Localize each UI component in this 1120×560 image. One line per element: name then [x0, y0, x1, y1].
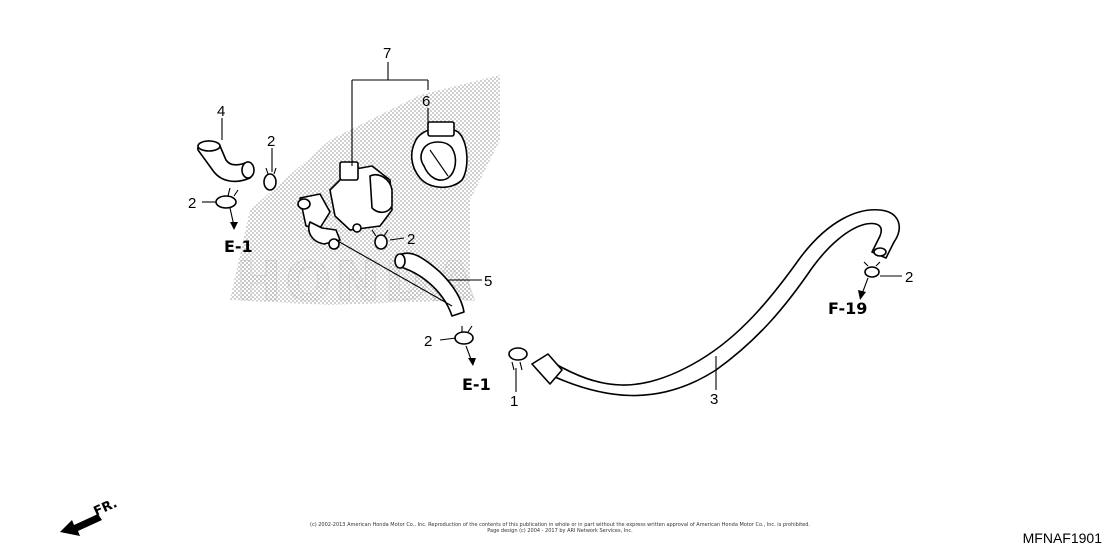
callout-5: 5	[484, 273, 492, 290]
callout-6: 6	[422, 93, 430, 110]
design-line: Page design (c) 2004 - 2017 by ARI Netwo…	[487, 528, 633, 534]
clip-2-a[interactable]	[215, 187, 239, 209]
clip-1[interactable]	[508, 347, 528, 371]
part-6-bracket[interactable]	[410, 121, 468, 189]
part-5-hose[interactable]	[394, 252, 465, 317]
clip-2-c[interactable]	[371, 229, 389, 250]
ref-e1-left[interactable]: E-1	[224, 237, 253, 256]
reference-arrows	[229, 207, 869, 366]
clip-2-e[interactable]	[863, 261, 881, 278]
copyright-notice: (c) 2002-2013 American Honda Motor Co., …	[0, 522, 1120, 534]
front-label: FR.	[92, 496, 120, 519]
part-4-bent-hose[interactable]	[197, 140, 255, 183]
ref-e1-bottom[interactable]: E-1	[462, 375, 491, 394]
diagram-code: MFNAF1901	[1022, 530, 1102, 546]
leader-lines	[202, 62, 902, 392]
callout-2-d: 2	[424, 333, 432, 350]
callout-2-b: 2	[267, 133, 275, 150]
callout-2-e: 2	[905, 269, 913, 286]
callout-2-c: 2	[407, 231, 415, 248]
ref-f19[interactable]: F-19	[828, 299, 867, 318]
honda-watermark: HONDA	[236, 250, 479, 313]
callout-1: 1	[510, 393, 518, 410]
callout-3: 3	[710, 391, 718, 408]
callout-7: 7	[383, 45, 391, 62]
callout-4: 4	[217, 103, 225, 120]
copyright-line: (c) 2002-2013 American Honda Motor Co., …	[310, 522, 810, 528]
callout-2-a: 2	[188, 195, 196, 212]
clip-2-b[interactable]	[263, 167, 277, 191]
clip-2-d[interactable]	[454, 325, 474, 345]
part-7-control-valve[interactable]	[297, 161, 393, 250]
